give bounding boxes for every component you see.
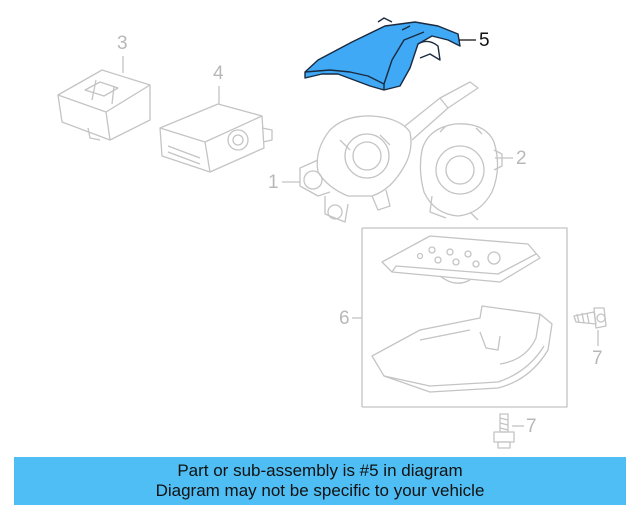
part-7-screw-lower bbox=[493, 413, 515, 449]
part-1-switch-assembly bbox=[299, 81, 479, 223]
callout-7a: 7 bbox=[592, 348, 603, 369]
callout-5: 5 bbox=[479, 30, 490, 51]
part-6-lower-shroud bbox=[371, 305, 553, 393]
part-3-module bbox=[57, 69, 151, 141]
part-2-clock-spring bbox=[419, 123, 503, 221]
callout-7b: 7 bbox=[526, 416, 537, 437]
callout-3: 3 bbox=[117, 33, 128, 54]
part-7-screw-upper bbox=[573, 307, 607, 329]
callout-4: 4 bbox=[213, 63, 224, 84]
part-5-upper-shroud-highlighted bbox=[304, 17, 461, 91]
part-4-control-module bbox=[159, 103, 273, 173]
info-banner: Part or sub-assembly is #5 in diagram Di… bbox=[14, 457, 626, 505]
banner-line-2: Diagram may not be specific to your vehi… bbox=[155, 481, 485, 500]
banner-line-1: Part or sub-assembly is #5 in diagram bbox=[177, 461, 463, 480]
parts-diagram bbox=[57, 17, 607, 449]
part-6-upper-cover bbox=[381, 235, 541, 284]
callout-1: 1 bbox=[268, 172, 279, 193]
callout-6: 6 bbox=[339, 308, 350, 329]
callout-2: 2 bbox=[516, 148, 527, 169]
